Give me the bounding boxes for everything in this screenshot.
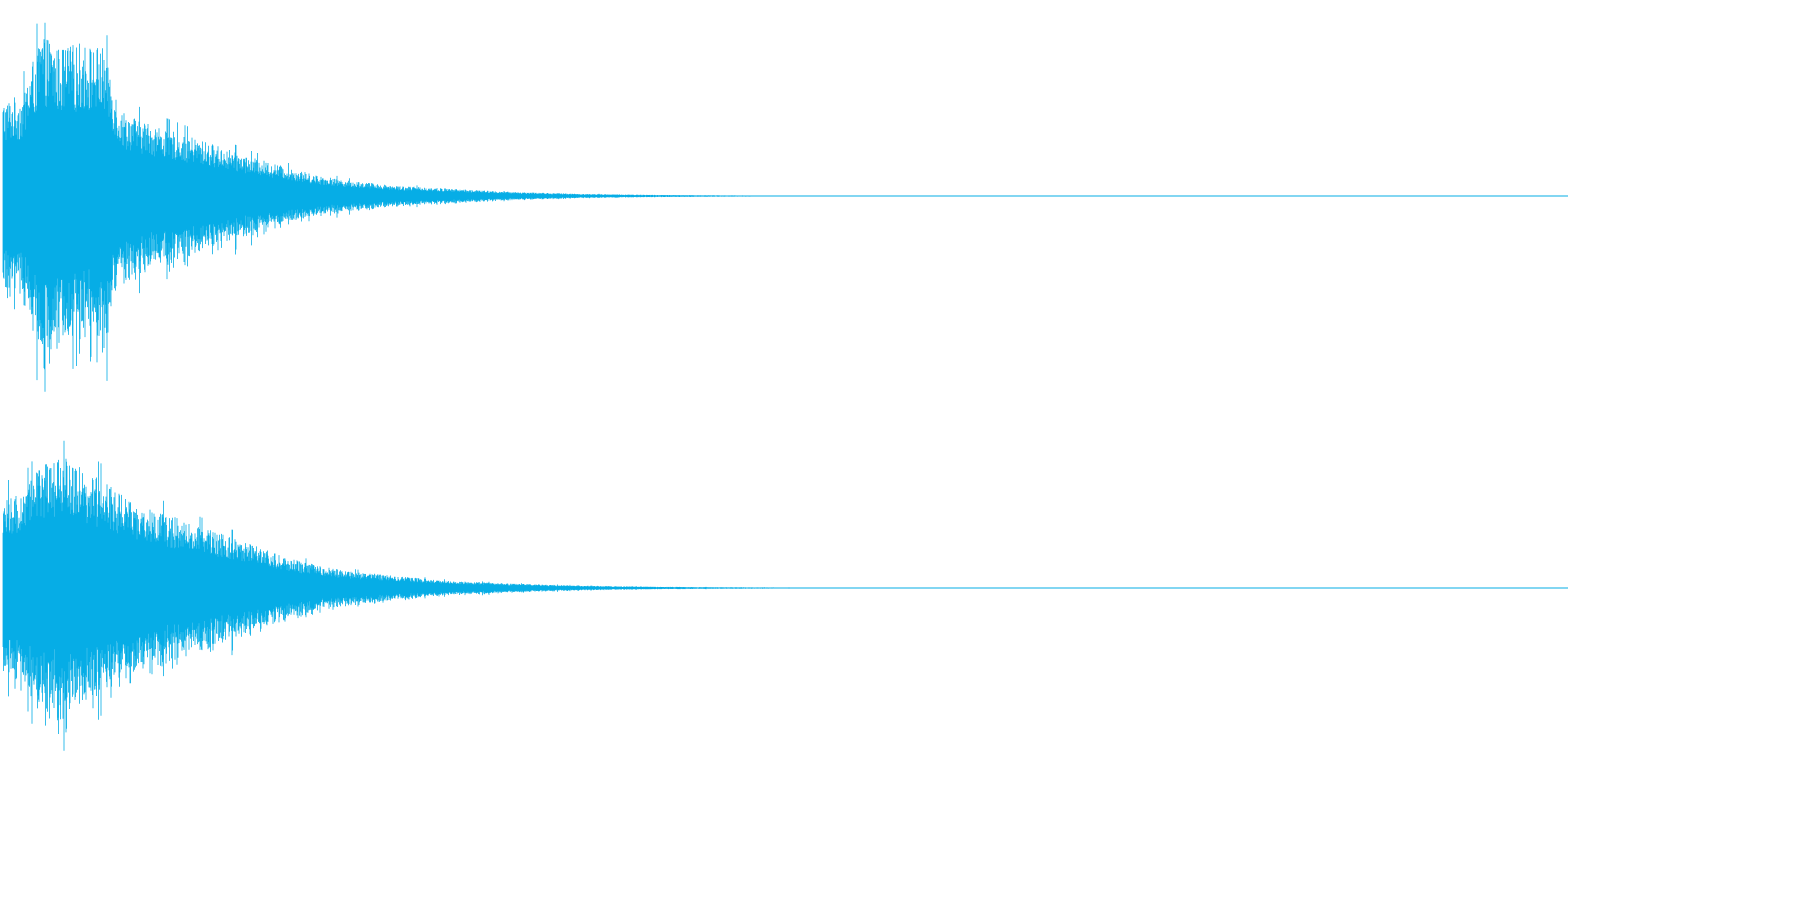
channel-1-amplitude-trace <box>2 22 1379 392</box>
channel-2-amplitude-trace <box>2 440 1393 751</box>
channel-2-waveform <box>2 440 1568 751</box>
channel-1-waveform <box>2 22 1568 392</box>
